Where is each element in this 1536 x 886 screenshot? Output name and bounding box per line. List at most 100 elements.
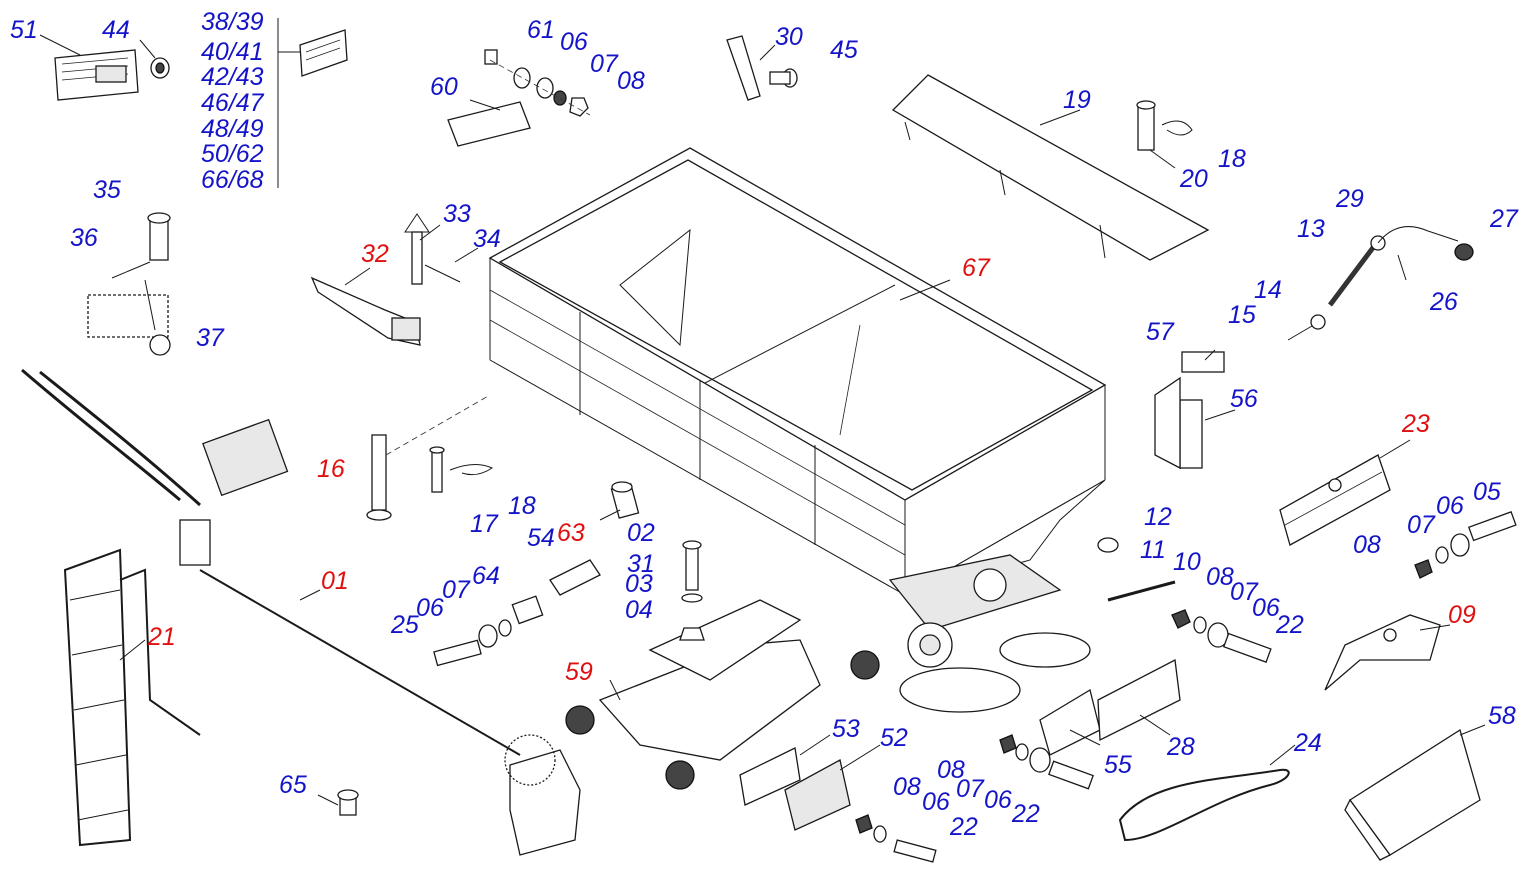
part-65-plug	[337, 789, 359, 816]
label-08: 08	[937, 756, 965, 784]
label-56: 56	[1230, 385, 1258, 413]
label-60: 60	[430, 73, 458, 101]
callout-labels: 51 44 38/39 40/41 42/43 46/47 48/49 50/6…	[10, 8, 1519, 841]
part-28-panel	[1039, 658, 1181, 756]
part-51-id-plate	[39, 34, 139, 101]
label-06: 06	[922, 788, 950, 816]
label-07: 07	[1407, 511, 1436, 539]
part-16-jack	[366, 394, 494, 521]
label-58: 58	[1488, 702, 1516, 730]
label-08: 08	[893, 773, 921, 801]
label-30: 30	[775, 23, 803, 51]
label-19: 19	[1063, 86, 1091, 114]
part-44-rivet	[139, 39, 170, 79]
part-21-ladder	[63, 548, 201, 847]
label-26: 26	[1429, 288, 1458, 316]
label-01: 01	[321, 567, 349, 595]
label-06: 06	[984, 786, 1012, 814]
label-06: 06	[560, 28, 588, 56]
part-22-bolts-lower	[855, 734, 1094, 863]
label-46-47: 46/47	[201, 89, 265, 117]
leader-lines	[119, 109, 1486, 806]
part-60-plate	[447, 49, 591, 147]
label-02: 02	[627, 519, 655, 547]
label-08: 08	[617, 67, 645, 95]
label-33: 33	[443, 200, 471, 228]
label-18: 18	[508, 492, 536, 520]
label-61: 61	[527, 16, 555, 44]
part-23-plate	[1279, 454, 1391, 546]
label-17: 17	[470, 510, 499, 538]
label-28: 28	[1166, 733, 1195, 761]
label-03: 03	[625, 570, 653, 598]
part-30-bracket	[726, 35, 798, 101]
part-53-plate	[739, 747, 851, 831]
part-24-belt	[1118, 768, 1290, 842]
label-06: 06	[1436, 492, 1464, 520]
label-52: 52	[880, 724, 908, 752]
label-42-43: 42/43	[201, 63, 264, 91]
label-54: 54	[527, 524, 555, 552]
label-08: 08	[1353, 531, 1381, 559]
part-01-cable	[199, 569, 581, 856]
part-11-shaft	[1097, 537, 1272, 663]
label-63: 63	[557, 519, 585, 547]
label-23: 23	[1401, 410, 1430, 438]
label-22: 22	[1011, 800, 1040, 828]
label-35: 35	[93, 176, 121, 204]
label-65: 65	[279, 771, 307, 799]
label-07: 07	[442, 576, 471, 604]
label-15: 15	[1228, 301, 1256, 329]
label-14: 14	[1254, 276, 1282, 304]
label-29: 29	[1335, 185, 1364, 213]
label-09: 09	[1448, 601, 1476, 629]
label-31: 31	[627, 550, 655, 578]
label-25: 25	[390, 611, 419, 639]
part-59-axle-frame	[565, 540, 880, 790]
label-06: 06	[416, 594, 444, 622]
label-10: 10	[1173, 548, 1201, 576]
label-07: 07	[1230, 578, 1259, 606]
part-54-cover	[433, 559, 601, 667]
label-53: 53	[832, 715, 860, 743]
label-50-62: 50/62	[201, 140, 264, 168]
part-13-screw-handle	[1287, 226, 1474, 341]
label-27: 27	[1489, 205, 1519, 233]
label-34: 34	[473, 225, 501, 253]
label-66-68: 66/68	[201, 166, 264, 194]
part-decal-sticker	[277, 18, 348, 188]
label-51: 51	[10, 16, 38, 44]
label-21: 21	[147, 623, 176, 651]
label-22: 22	[949, 813, 978, 841]
label-67: 67	[962, 254, 991, 282]
part-spreader-assembly	[888, 554, 1091, 713]
label-07: 07	[590, 50, 619, 78]
label-64: 64	[472, 562, 500, 590]
part-63-bushing	[610, 481, 640, 519]
label-55: 55	[1104, 751, 1132, 779]
label-24: 24	[1293, 729, 1322, 757]
part-35-pin	[87, 212, 171, 356]
part-hydraulic-hoses	[21, 368, 289, 566]
label-37: 37	[196, 324, 225, 352]
label-48-49: 48/49	[201, 115, 264, 143]
label-45: 45	[830, 36, 858, 64]
label-12: 12	[1144, 503, 1172, 531]
label-11: 11	[1140, 536, 1166, 564]
label-06: 06	[1252, 594, 1280, 622]
part-09-bracket	[1324, 511, 1517, 691]
label-13: 13	[1297, 215, 1325, 243]
label-18: 18	[1218, 145, 1246, 173]
label-08: 08	[1206, 563, 1234, 591]
label-59: 59	[565, 658, 593, 686]
label-57: 57	[1146, 318, 1175, 346]
label-05: 05	[1473, 478, 1501, 506]
label-16: 16	[317, 455, 345, 483]
part-19-cover	[891, 74, 1210, 261]
label-22: 22	[1275, 611, 1304, 639]
label-36: 36	[70, 224, 98, 252]
label-20: 20	[1179, 165, 1208, 193]
part-32-drawbar	[310, 213, 461, 346]
label-40-41: 40/41	[201, 38, 264, 66]
